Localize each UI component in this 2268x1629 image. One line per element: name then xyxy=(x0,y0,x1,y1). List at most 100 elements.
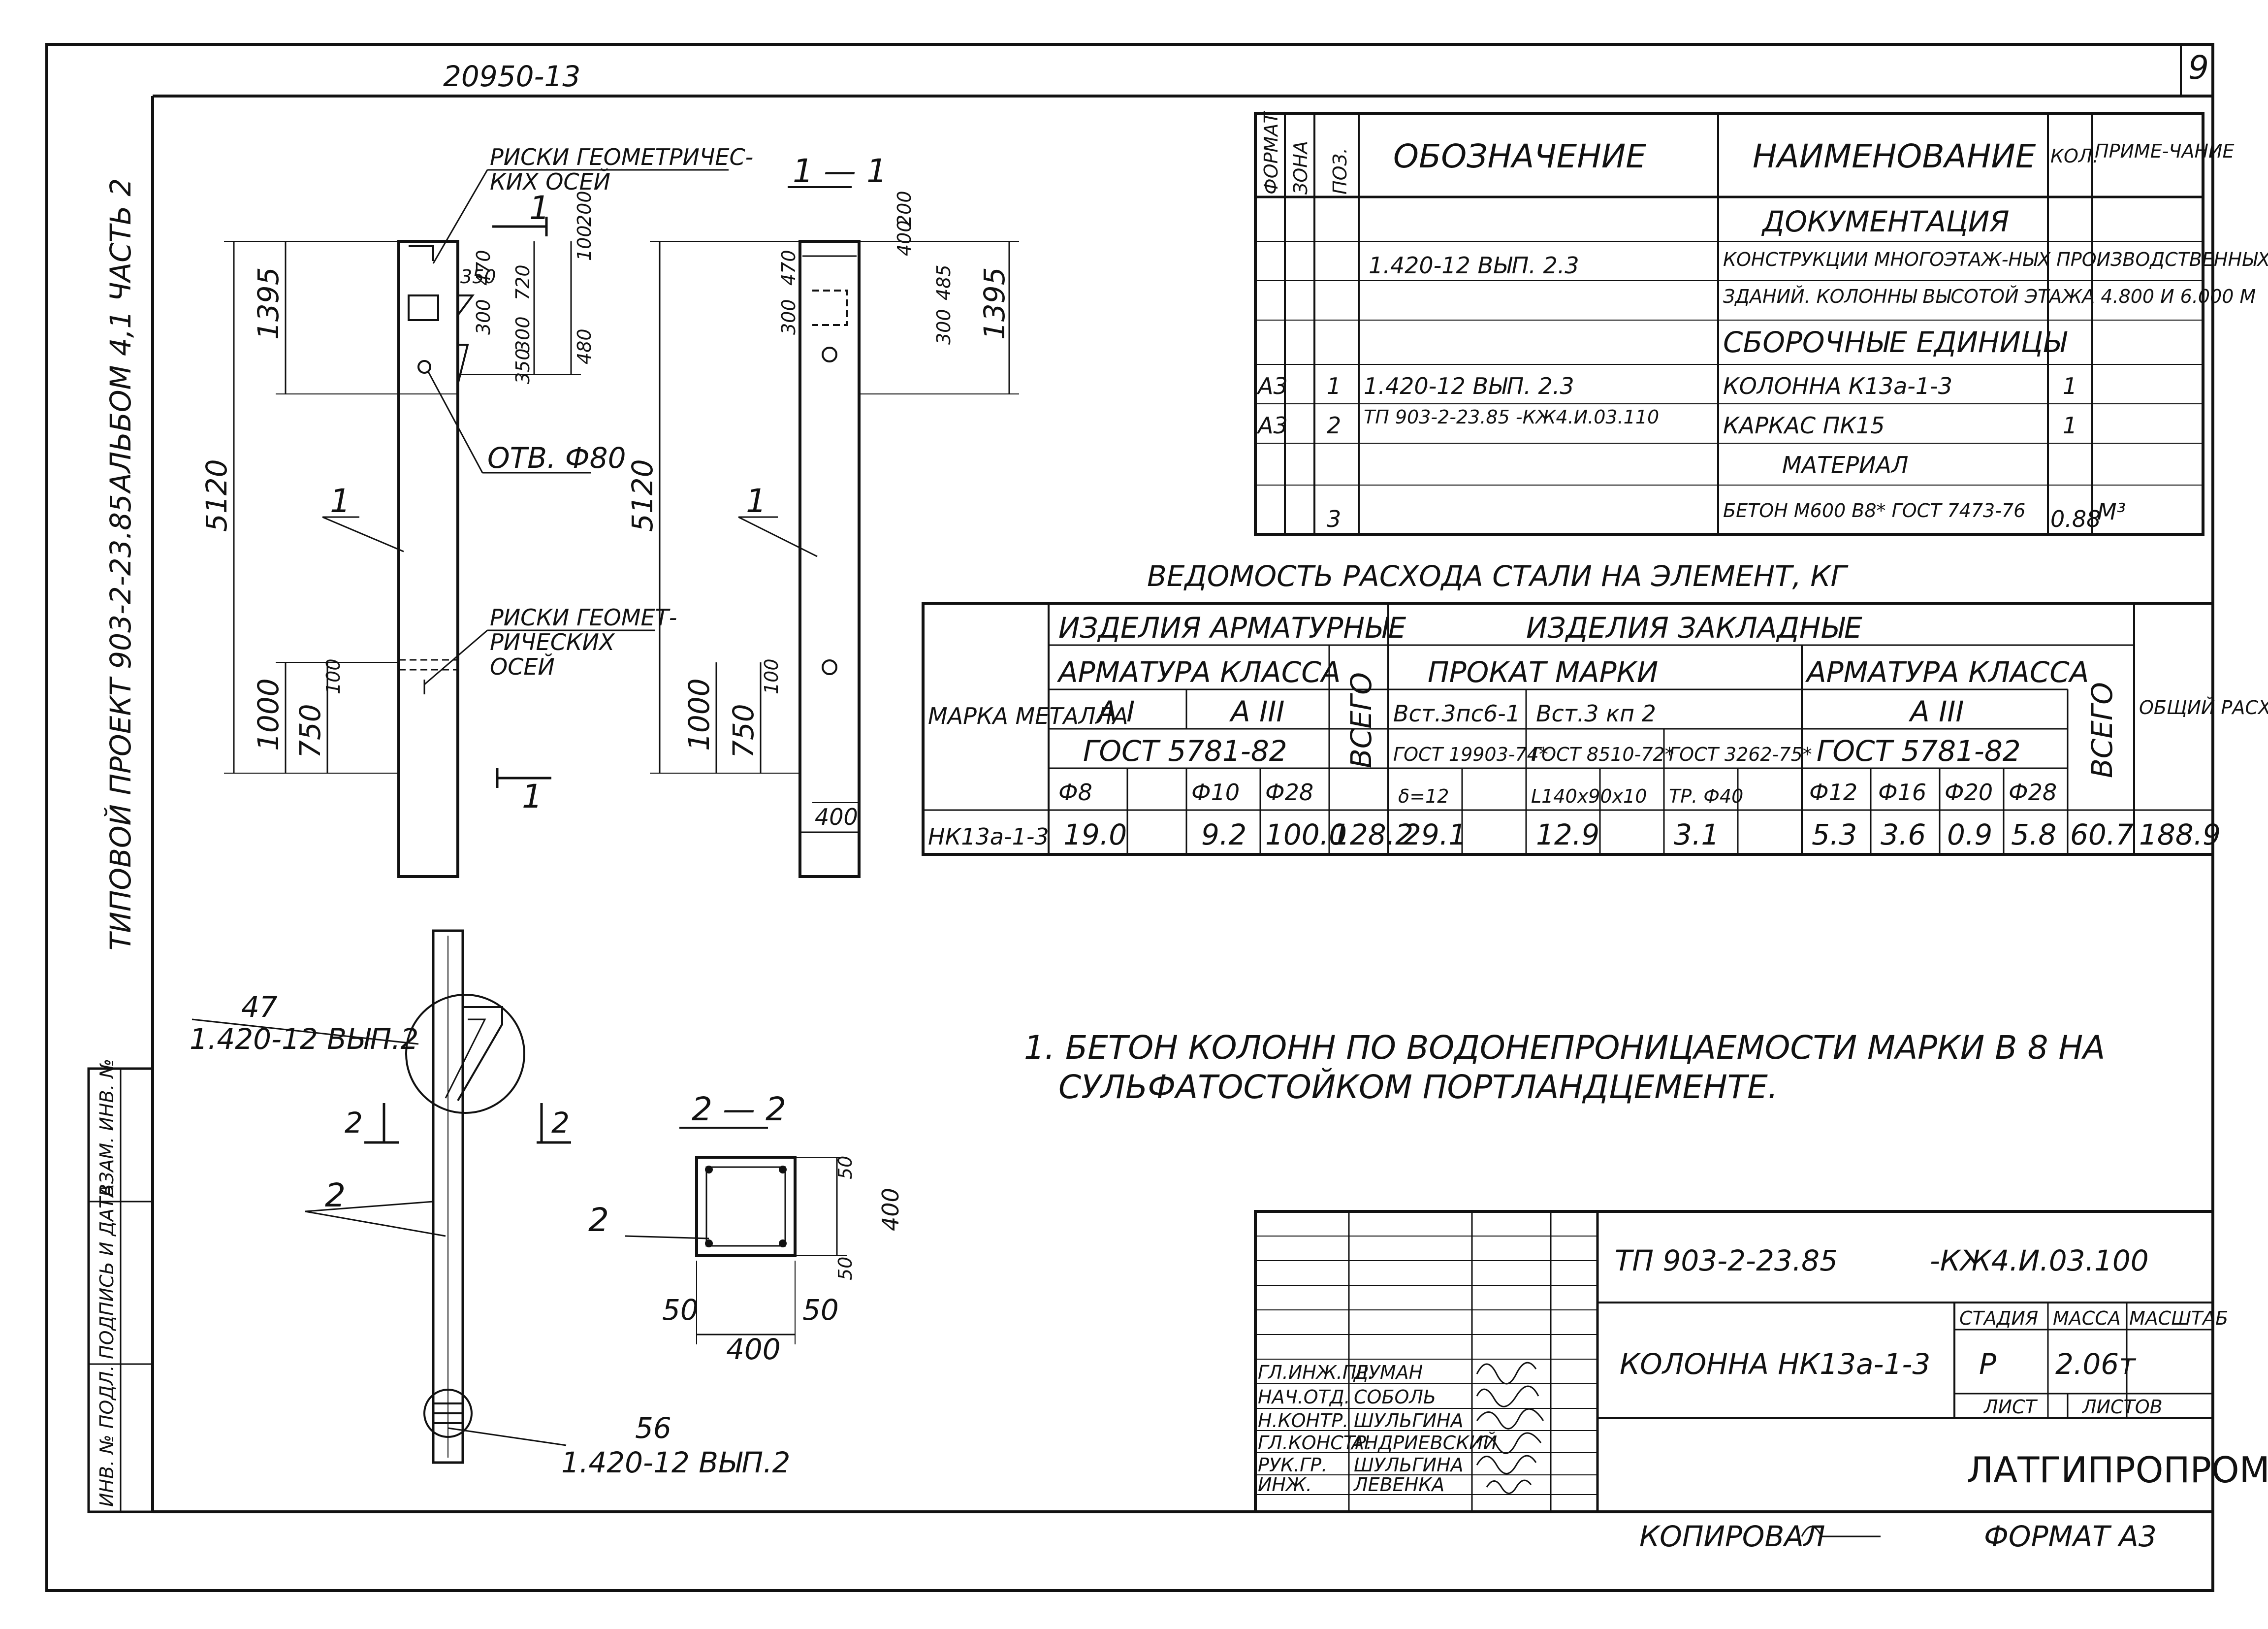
steel-dia-2: Ф10 xyxy=(1191,779,1240,806)
dim-100b: 100 xyxy=(322,658,344,694)
steel-row-pipe: 3.1 xyxy=(1674,818,1719,851)
steel-group-reinf: ИЗДЕЛИЯ АРМАТУРНЫЕ xyxy=(1058,611,1406,645)
signature-6 xyxy=(1486,1479,1532,1494)
s22-cover-bottom: 50 xyxy=(834,1257,856,1280)
steel-embed-a3: А III xyxy=(1908,695,1964,728)
dim-300b: 300 xyxy=(512,316,534,352)
dim-total: 5120 xyxy=(200,459,233,532)
title-scale-hdr: МАСШТАБ xyxy=(2129,1307,2228,1329)
name-3: ШУЛЬГИНА xyxy=(1354,1410,1464,1432)
title-mass-hdr: МАССА xyxy=(2053,1307,2121,1329)
axes-note-bottom-line2: РИЧЕСКИХ xyxy=(490,629,615,655)
title-doc-code: ТП 903-2-23.85 xyxy=(1615,1244,1838,1277)
spec-row-7-name: БЕТОН М600 В8* ГОСТ 7473-76 xyxy=(1723,500,2025,521)
spec-row-7-qty: 0.88 xyxy=(2050,506,2101,532)
steel-dia-1: Ф8 xyxy=(1058,779,1092,806)
spec-row-4-designation: 1.420-12 ВЫП. 2.3 xyxy=(1364,373,1574,399)
spec-row-4-pos: 1 xyxy=(1327,373,1341,399)
s11-dim-485: 485 xyxy=(933,264,955,300)
spec-row-5-name: КАРКАС ПК15 xyxy=(1723,412,1885,439)
title-mass: 2.06т xyxy=(2055,1347,2137,1381)
s22-cover-right: 50 xyxy=(802,1293,839,1327)
steel-gost-8510: ГОСТ 8510-72* xyxy=(1531,744,1674,765)
steel-row-reinf-total: 128.2 xyxy=(1332,818,1413,851)
steel-row-e-d16: 3.6 xyxy=(1881,818,1926,851)
steel-row-plate: 29.1 xyxy=(1403,818,1467,851)
s11-dim-750: 750 xyxy=(727,704,760,758)
axes-note-bottom-line1: РИСКИ ГЕОМЕТ- xyxy=(490,604,677,631)
steel-dia-5: Ф16 xyxy=(1878,779,1926,806)
title-org: ЛАТГИПРОПРОМ xyxy=(1967,1449,2268,1491)
steel-row-embed-total: 60.7 xyxy=(2070,818,2134,851)
section-1-1 xyxy=(650,186,1019,878)
steel-group-embed: ИЗДЕЛИЯ ЗАКЛАДНЫЕ xyxy=(1526,611,1862,645)
steel-overall: ОБЩИЙ РАСХОД xyxy=(2139,697,2268,718)
signature-1 xyxy=(1476,1362,1537,1385)
steel-gost-5781: ГОСТ 5781-82 xyxy=(1083,734,1287,768)
spec-row-7-pos: 3 xyxy=(1327,506,1341,532)
dim-300: 300 xyxy=(473,299,494,335)
axes-note-top-line1: РИСКИ ГЕОМЕТРИЧЕС- xyxy=(490,144,753,170)
side-field-inv: ИНВ. № ПОДЛ. xyxy=(96,1365,118,1507)
cage-elevation xyxy=(192,929,571,1464)
steel-table-title: ВЕДОМОСТЬ РАСХОДА СТАЛИ НА ЭЛЕМЕНТ, КГ xyxy=(1147,559,1849,593)
spec-hdr-designation: ОБОЗНАЧЕНИЕ xyxy=(1393,137,1646,175)
spec-table xyxy=(1254,112,2204,536)
cage-detail-bottom-ref: 1.420-12 ВЫП.2 xyxy=(561,1446,790,1479)
steel-embed-gost: ГОСТ 5781-82 xyxy=(1817,734,2021,768)
steel-row-e-d20: 0.9 xyxy=(1947,818,1992,851)
section-2-2 xyxy=(625,1127,847,1344)
section-2-2-title: 2 — 2 xyxy=(692,1090,786,1128)
cage-detail-top-no: 47 xyxy=(241,990,278,1024)
steel-row-e-d28: 5.8 xyxy=(2011,818,2056,851)
steel-mark-header: МАРКА МЕТАЛЛА xyxy=(928,703,1128,729)
side-field-sign: ПОДПИСЬ И ДАТА xyxy=(96,1184,118,1359)
s22-height: 400 xyxy=(877,1188,904,1231)
steel-pipe40: ТР. Ф40 xyxy=(1669,785,1743,807)
dim-100: 100 xyxy=(574,225,595,261)
s22-cover-left: 50 xyxy=(662,1293,699,1327)
title-stage: Р xyxy=(1979,1347,1996,1381)
steel-grade-2: Вст.3 кп 2 xyxy=(1536,700,1656,727)
spec-row-assembly-section: СБОРОЧНЫЕ ЕДИНИЦЫ xyxy=(1723,326,2068,359)
footer-format: ФОРМАТ А3 xyxy=(1984,1520,2157,1553)
elevation-cut-bottom: 1 xyxy=(522,778,543,815)
s11-dim-width: 400 xyxy=(815,804,858,830)
dim-350: 350 xyxy=(460,266,496,288)
axes-note-top-line2: КИХ ОСЕЙ xyxy=(490,168,610,195)
name-4: АНДРИЕВСКИЙ xyxy=(1350,1432,1497,1454)
title-block xyxy=(1254,1210,2214,1513)
spec-row-5-format: А3 xyxy=(1256,412,1288,439)
side-album-label: АЛЬБОМ 4,1 ЧАСТЬ 2 xyxy=(104,178,137,494)
cage-detail-bottom-no: 56 xyxy=(635,1411,671,1445)
name-5: ШУЛЬГИНА xyxy=(1354,1454,1464,1476)
steel-class-a1: А I xyxy=(1096,695,1135,728)
title-sheet-hdr: ЛИСТ xyxy=(1983,1396,2038,1418)
section-1-1-position: 1 xyxy=(746,482,767,520)
note-line-2: СУЛЬФАТОСТОЙКОМ ПОРТЛАНДЦЕМЕНТЕ. xyxy=(1058,1068,1778,1106)
side-project-label: ТИПОВОЙ ПРОЕКТ 903-2-23.85 xyxy=(103,494,137,950)
dim-720: 720 xyxy=(512,264,534,300)
dim-470: 470 xyxy=(473,250,494,286)
signature-5 xyxy=(1476,1455,1537,1474)
column-elevation xyxy=(224,169,729,878)
spec-row-7-note: М³ xyxy=(2097,498,2126,525)
role-6: ИНЖ. xyxy=(1258,1474,1312,1496)
s11-dim-1000: 1000 xyxy=(682,678,716,751)
cage-cut-right: 2 xyxy=(551,1106,570,1140)
role-1: ГЛ.ИНЖ.ПР. xyxy=(1258,1362,1374,1383)
dim-480: 480 xyxy=(574,328,595,364)
steel-reinf-total: ВСЕГО xyxy=(1344,672,1378,768)
steel-reinf-class: АРМАТУРА КЛАССА xyxy=(1056,655,1341,689)
s11-dim-total: 5120 xyxy=(626,459,659,532)
title-element-name: КОЛОННА НК13а-1-3 xyxy=(1620,1347,1930,1381)
title-stage-hdr: СТАДИЯ xyxy=(1959,1307,2038,1329)
steel-embed-total: ВСЕГО xyxy=(2085,682,2119,778)
hole-note: ОТВ. Ф80 xyxy=(487,441,626,475)
elevation-position-label: 1 xyxy=(330,482,351,520)
steel-row-overall: 188.9 xyxy=(2139,818,2221,851)
spec-row-2-name: ЗДАНИЙ. КОЛОННЫ ВЫСОТОЙ ЭТАЖА 4.800 И 6.… xyxy=(1723,286,2256,307)
corner-mark: 9 xyxy=(2188,49,2209,87)
steel-row-a1-d8: 19.0 xyxy=(1063,818,1127,851)
